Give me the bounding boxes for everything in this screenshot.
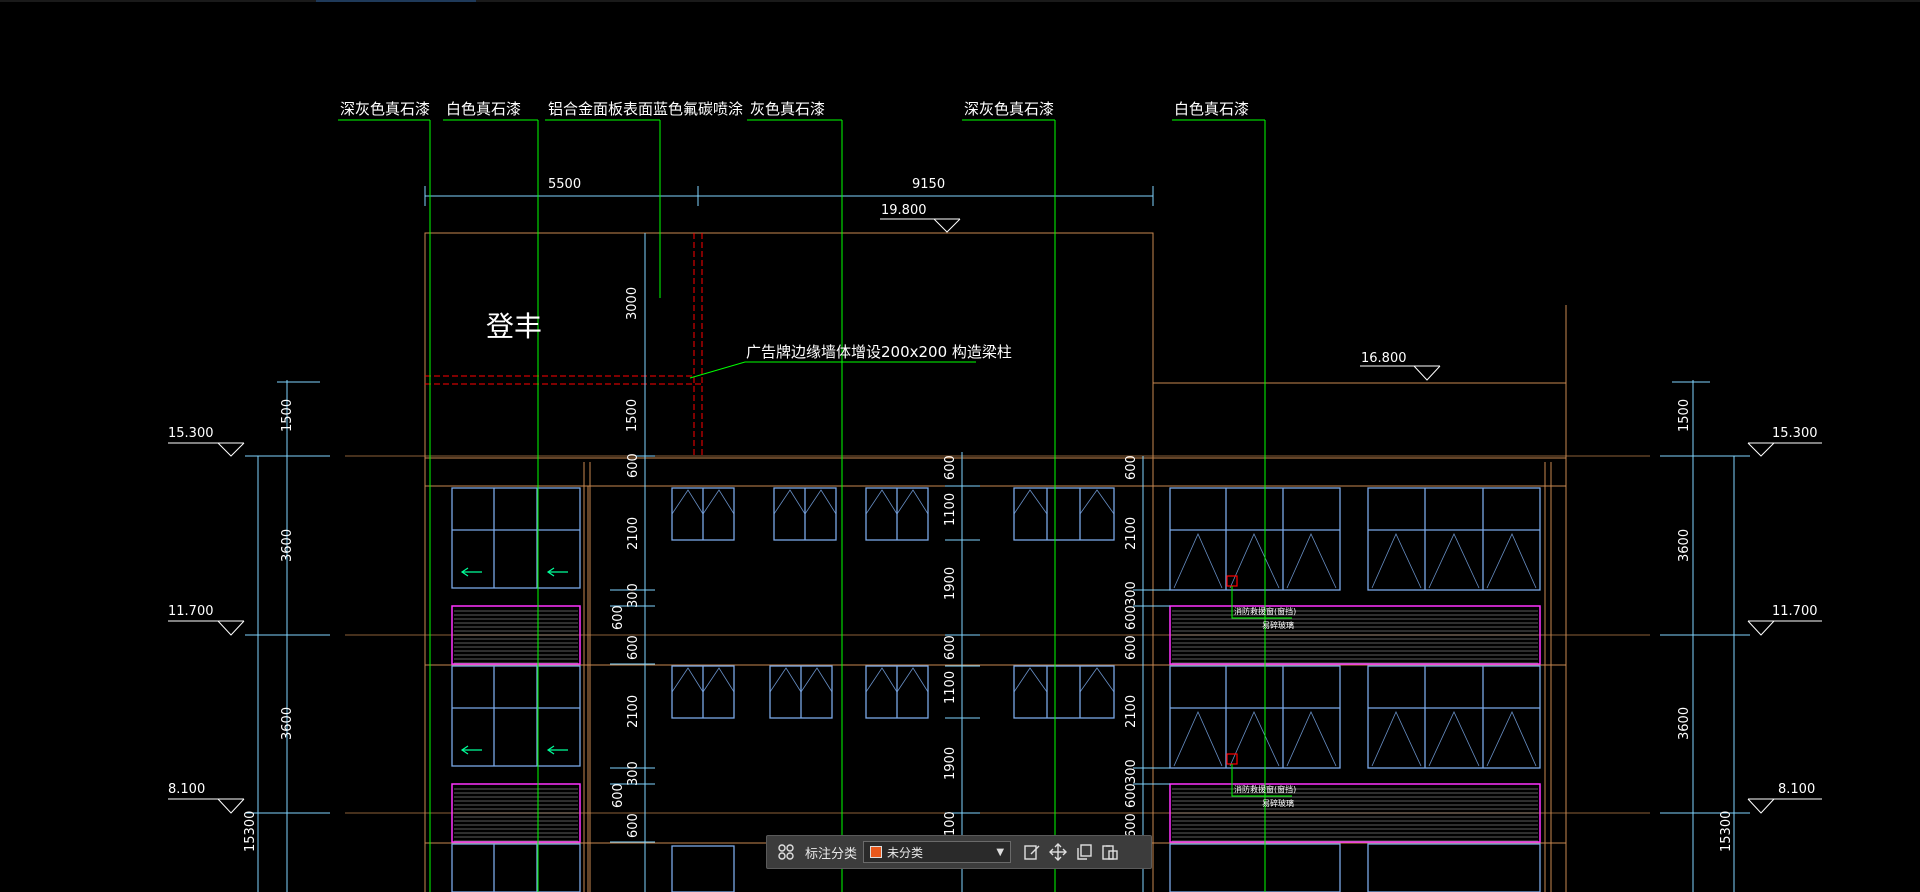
dim-c1-600c: 600 [626, 635, 641, 660]
dimension-lines [245, 186, 1750, 892]
material-label-5: 深灰色真石漆 [964, 100, 1054, 118]
dim-right-1500: 1500 [1677, 399, 1692, 432]
paste-icon[interactable] [1097, 839, 1123, 865]
dim-v-3000: 3000 [625, 287, 640, 320]
material-label-3: 铝合金面板表面蓝色氟碳喷涂 [548, 100, 743, 118]
dim-c3-600: 600 [1124, 455, 1139, 480]
dim-c1-2100: 2100 [626, 517, 641, 550]
leader-lines [338, 119, 1292, 892]
edit-icon[interactable] [1019, 839, 1045, 865]
dim-c2-600b: 600 [943, 635, 958, 660]
elev-roof-top: 19.800 [881, 203, 927, 218]
elevation-markers [168, 218, 1822, 814]
downpipes [583, 462, 1552, 892]
move-icon[interactable] [1045, 839, 1071, 865]
material-labels: 深灰色真石漆 白色真石漆 铝合金面板表面蓝色氟碳喷涂 灰色真石漆 深灰色真石漆 … [340, 100, 1249, 118]
chevron-down-icon: ▼ [996, 846, 1005, 858]
dim-c3-600b: 600 [1124, 605, 1139, 630]
dim-c1-600e: 600 [626, 813, 641, 838]
category-select[interactable]: 未分类 ▼ [863, 841, 1012, 863]
level-lines [345, 455, 1650, 814]
active-tab-indicator [316, 0, 476, 2]
dim-c2-1100b: 1100 [943, 671, 958, 704]
dim-right-3600-a: 3600 [1677, 529, 1692, 562]
dim-left-3600-b: 3600 [280, 707, 295, 740]
dim-v-1500: 1500 [625, 399, 640, 432]
dim-c1-300: 300 [626, 583, 641, 608]
elev-left-11700: 11.700 [168, 604, 214, 619]
material-label-1: 深灰色真石漆 [340, 100, 430, 118]
copy-icon[interactable] [1071, 839, 1097, 865]
window-casement-lines [671, 489, 1537, 767]
louver-bands [451, 605, 1541, 843]
dim-c1-300b: 300 [626, 761, 641, 786]
sign-text: 登丰 [486, 310, 542, 343]
windows [451, 487, 1541, 892]
dim-c1-2100b: 2100 [626, 695, 641, 728]
dim-top-right: 9150 [912, 177, 945, 192]
dim-c2-100: 100 [943, 811, 958, 836]
elev-right-11700: 11.700 [1772, 604, 1818, 619]
dim-c1-600d: 600 [611, 783, 626, 808]
dim-c3-600e: 600 [1124, 813, 1139, 838]
dim-c2-1900: 1900 [943, 567, 958, 600]
rescue-window-note-2: 消防救援窗(窗挡) [1234, 784, 1296, 794]
category-label: 标注分类 [805, 846, 858, 862]
dim-c3-600d: 600 [1124, 783, 1139, 808]
glass-note-2: 易碎玻璃 [1262, 798, 1294, 808]
dim-c2-1900b: 1900 [943, 747, 958, 780]
top-strip [0, 0, 1920, 2]
dim-c1-600: 600 [626, 453, 641, 478]
material-label-2: 白色真石漆 [446, 100, 521, 118]
dim-top-left: 5500 [548, 177, 581, 192]
dim-left-3600-a: 3600 [280, 529, 295, 562]
dim-c1-600b: 600 [611, 605, 626, 630]
elev-left-15300: 15.300 [168, 426, 214, 441]
dim-right-3600-b: 3600 [1677, 707, 1692, 740]
category-selected-value: 未分类 [887, 845, 924, 860]
dim-c3-300b: 300 [1124, 759, 1139, 784]
grid-icon[interactable] [773, 839, 799, 865]
window-arrows [460, 567, 568, 755]
dim-left-1500: 1500 [280, 399, 295, 432]
elev-right-15300: 15.300 [1772, 426, 1818, 441]
elev-roof-right: 16.800 [1361, 351, 1407, 366]
building-outline [424, 232, 1567, 892]
elev-left-8100: 8.100 [168, 782, 205, 797]
dim-c3-2100b: 2100 [1124, 695, 1139, 728]
material-label-4: 灰色真石漆 [750, 100, 825, 118]
dim-c2-1100: 1100 [943, 493, 958, 526]
dim-left-15300: 15300 [243, 811, 258, 852]
category-color-swatch [870, 846, 883, 858]
sign-structure-dashed [425, 233, 703, 455]
dim-c2-600: 600 [943, 455, 958, 480]
sign-leader-note: 广告牌边缘墙体增设200x200 构造梁柱 [746, 343, 1012, 361]
annotation-toolbar: 标注分类 未分类 ▼ [766, 835, 1152, 869]
material-label-6: 白色真石漆 [1174, 100, 1249, 118]
dim-c3-300: 300 [1124, 581, 1139, 606]
elevation-texts: 19.800 16.800 15.300 11.700 8.100 15.300… [168, 203, 1818, 797]
dim-right-15300: 15300 [1719, 811, 1734, 852]
dim-c3-600c: 600 [1124, 635, 1139, 660]
glass-note-1: 易碎玻璃 [1262, 620, 1294, 630]
rescue-window-note-1: 消防救援窗(窗挡) [1234, 606, 1296, 616]
elev-right-8100: 8.100 [1778, 782, 1815, 797]
dim-c3-2100: 2100 [1124, 517, 1139, 550]
vertical-dim-texts: 3000 1500 1500 3600 3600 15300 1500 3600… [243, 287, 1734, 852]
